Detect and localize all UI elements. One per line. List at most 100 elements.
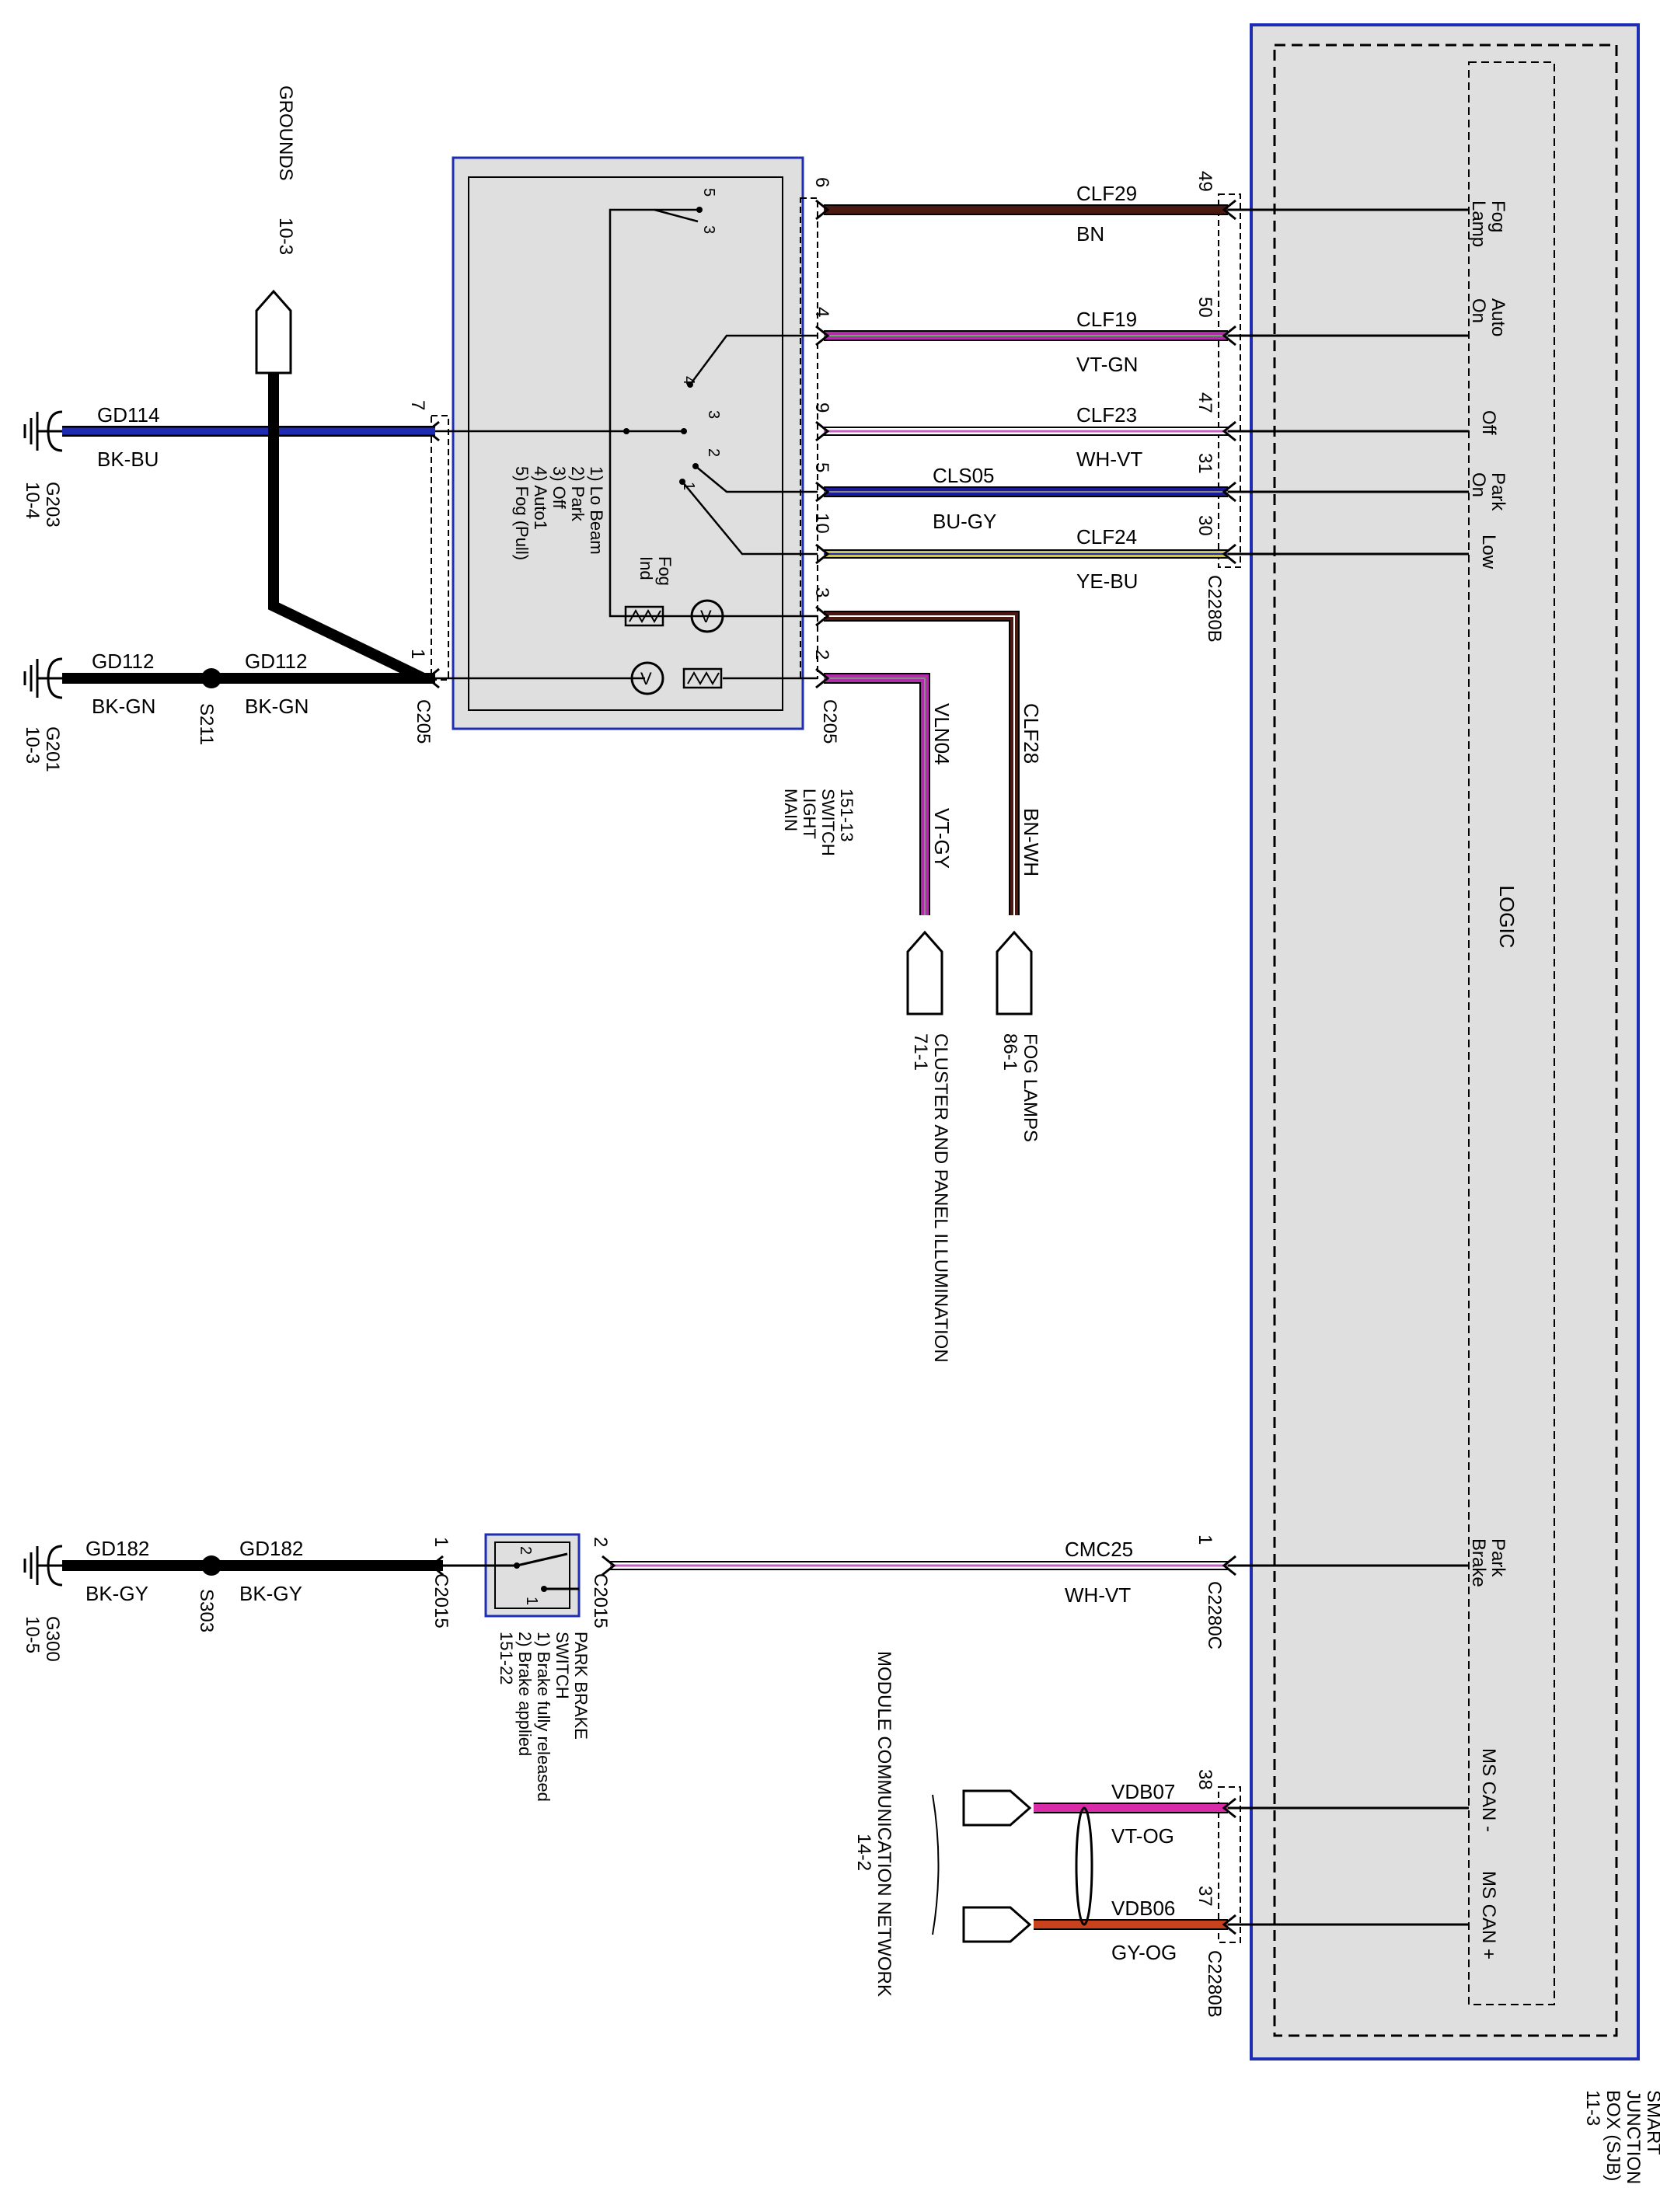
vertical-wire-labels: CLF28 BN-WH VLN04 VT-GY	[930, 703, 1043, 876]
wire-labels: CLF29 BN CLF19 VT-GN CLF23 WH-VT CLS05 B…	[933, 182, 1177, 1964]
pin-9: 9	[811, 402, 832, 413]
panel-illumination-lamp-icon: V	[630, 661, 664, 695]
mcn-ref-icon-2	[962, 1906, 1032, 1943]
sjb-input-labels: Fog Lamp Auto On Off Park On Low Park Br…	[1468, 200, 1508, 1959]
sjb-title: SMART JUNCTION BOX (SJB) 11-3	[1582, 2090, 1660, 2184]
pin-2: 2	[811, 650, 832, 660]
sjb-input-fog-lamp-1: Fog	[1487, 200, 1508, 232]
pin-50: 50	[1194, 297, 1215, 318]
clf24-id: CLF24	[1076, 525, 1137, 549]
pbs-title-5: 151-22	[497, 1632, 516, 1685]
park-brake-switch-inner	[494, 1541, 570, 1609]
vdb06-color: GY-OG	[1111, 1941, 1177, 1964]
mcn-label: MODULE COMMUNICATION NETWORK	[874, 1651, 895, 1997]
sjb-input-park-brake-1: Park	[1487, 1538, 1508, 1577]
pin-31: 31	[1194, 453, 1215, 474]
pbs-title-2: SWITCH	[553, 1632, 572, 1699]
page-reference-labels: FOG LAMPS 86-1 CLUSTER AND PANEL ILLUMIN…	[275, 85, 1041, 1997]
pbs-title-4: 2) Brake applied	[515, 1632, 535, 1756]
clf29-id: CLF29	[1076, 182, 1137, 205]
vln04-color: VT-GY	[930, 808, 954, 869]
grounds-label: GROUNDS	[275, 85, 296, 181]
main-light-switch-positions: 1) Lo Beam 2) Park 3) Off 4) Auto1 5) Fo…	[512, 466, 606, 560]
clf19-id: CLF19	[1076, 308, 1137, 331]
c2280c-label: C2280C	[1204, 1581, 1225, 1649]
cluster-ref-icon	[906, 930, 943, 1015]
sw-pin-2: 2	[705, 448, 722, 457]
gd182-id-left: GD182	[85, 1537, 149, 1560]
pin-10: 10	[811, 513, 832, 534]
g203-label: G203	[42, 482, 63, 528]
c2280b-connector: C2280B C2280B C2280C	[1204, 193, 1241, 2018]
sjb-logic-label: LOGIC	[1495, 886, 1519, 949]
position-3: 3) Off	[549, 466, 569, 510]
splice-s211	[201, 668, 221, 688]
sjb-title-line-3: BOX (SJB)	[1602, 2090, 1623, 2181]
sjb-title-line-4: 11-3	[1582, 2090, 1603, 2126]
fog-ind-label: Fog Ind	[636, 556, 675, 586]
clf23-id: CLF23	[1076, 403, 1137, 427]
fog-ind-line-2: Ind	[636, 556, 656, 580]
pbs-pin-2: 2	[517, 1546, 534, 1555]
cmc25-id: CMC25	[1065, 1538, 1133, 1561]
vdb06-id: VDB06	[1111, 1897, 1175, 1920]
fog-ind-line-1: Fog	[655, 556, 675, 586]
sjb-logic-dashed	[1468, 61, 1555, 2005]
c205-connector-left	[431, 415, 449, 681]
wire-grounds-bus	[268, 373, 427, 684]
grounds-page: 10-3	[275, 218, 296, 255]
cluster-label: CLUSTER AND PANEL ILLUMINATION	[930, 1033, 951, 1363]
c2280b-label-top: C2280B	[1204, 575, 1225, 643]
sjb-input-ms-can-minus: MS CAN -	[1478, 1748, 1499, 1832]
gd182-color-left: BK-GY	[85, 1582, 148, 1605]
ground-g203-icon	[23, 410, 63, 452]
pin-1-c205: 1	[407, 649, 428, 659]
pin-numbers: 49 50 47 31 30 1 38 37 6 4 9 5 10 3 2 7 …	[407, 171, 1215, 1907]
pin-30: 30	[1194, 515, 1215, 536]
cls05-id: CLS05	[933, 464, 995, 487]
bracket-icon	[932, 1794, 940, 1935]
grounds-ref-icon	[255, 289, 292, 374]
svg-text:V: V	[700, 607, 712, 626]
ground-g201-icon	[23, 657, 63, 699]
gd182-id-right: GD182	[239, 1537, 303, 1560]
g300-page: 10-5	[22, 1616, 43, 1653]
gd114-id: GD114	[97, 403, 159, 427]
sjb-input-off: Off	[1478, 410, 1499, 435]
main-light-switch-inner	[468, 176, 783, 711]
pin-2-c2015: 2	[590, 1537, 611, 1547]
gd112-id-right: GD112	[245, 650, 307, 673]
g201-page: 10-3	[22, 726, 43, 764]
sjb-input-auto-2: On	[1468, 298, 1489, 323]
pbs-title-1: PARK BRAKE	[571, 1632, 591, 1740]
cluster-page: 71-1	[910, 1033, 931, 1071]
pin-7: 7	[407, 400, 428, 410]
sjb-internal-lines	[1228, 208, 1469, 1926]
sjb-title-line-2: JUNCTION	[1623, 2090, 1644, 2184]
mls-title-4: 151-13	[837, 789, 856, 842]
sw-pin-4: 4	[680, 376, 697, 385]
cmc25-color: WH-VT	[1065, 1583, 1131, 1607]
clf19-color: VT-GN	[1076, 353, 1138, 376]
twisted-pair-icon	[1075, 1806, 1093, 1926]
mls-title-1: MAIN	[781, 789, 800, 831]
mcn-page: 14-2	[853, 1834, 874, 1871]
wire-clf28	[824, 611, 1020, 915]
pin-4: 4	[811, 307, 832, 317]
mls-title-2: LIGHT	[800, 789, 819, 839]
pin-1-c2015: 1	[431, 1537, 452, 1547]
cls05-color: BU-GY	[933, 510, 996, 533]
sw-pin-3a: 3	[700, 225, 717, 234]
c205-label-right: C205	[819, 699, 840, 744]
position-4: 4) Auto1	[531, 466, 550, 530]
gd112-color-right: BK-GN	[245, 695, 309, 718]
g203-page: 10-4	[22, 482, 43, 519]
clf23-color: WH-VT	[1076, 448, 1142, 471]
position-2: 2) Park	[568, 466, 588, 522]
gd182-color-right: BK-GY	[239, 1582, 302, 1605]
vln04-id: VLN04	[930, 703, 954, 765]
sjb-input-park-2: On	[1468, 472, 1489, 497]
main-light-switch: 1) Lo Beam 2) Park 3) Off 4) Auto1 5) Fo…	[413, 156, 856, 856]
page-references	[255, 289, 1033, 1943]
g201-label: G201	[42, 726, 63, 772]
